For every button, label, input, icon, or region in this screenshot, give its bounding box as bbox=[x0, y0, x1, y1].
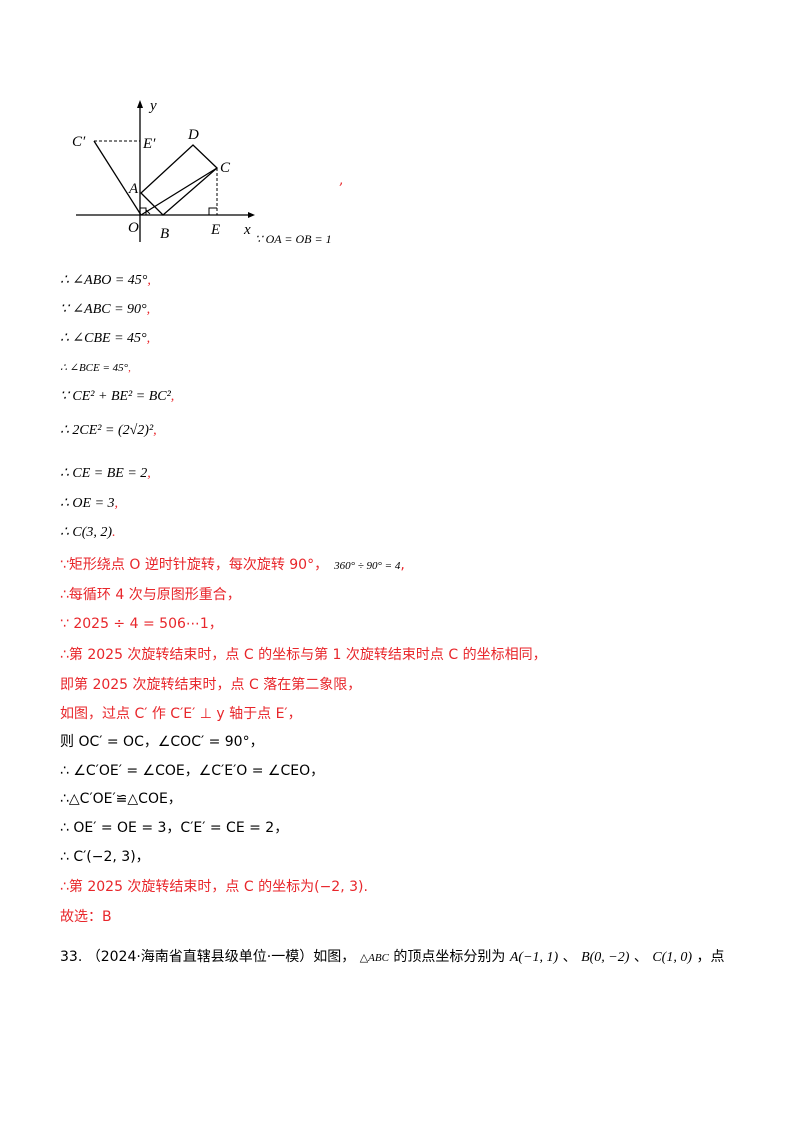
right-angle-b-mark bbox=[145, 209, 151, 215]
solution-line-6: ∴ 2CE² = (2√2)², bbox=[60, 423, 157, 438]
label-c: C bbox=[220, 160, 231, 176]
point-b-coord: B(0, −2) bbox=[581, 950, 630, 965]
solution-line-2: ∵ ∠ABC = 90°, bbox=[60, 302, 151, 317]
solution-line-8: ∴ OE = 3, bbox=[60, 496, 119, 511]
point-a-coord: A(−1, 1) bbox=[509, 950, 559, 965]
solution-line-1: ∴ ∠ABO = 45°, bbox=[60, 273, 151, 288]
solution-line-9: ∴ C(3, 2). bbox=[60, 525, 116, 540]
solution-line-7: ∴ CE = BE = 2, bbox=[60, 466, 151, 481]
solution-line-12: ∵ 2025 ÷ 4 = 506⋯1， bbox=[60, 616, 223, 632]
label-b: B bbox=[160, 226, 169, 242]
point-c-coord: C(1, 0) bbox=[652, 950, 692, 965]
label-e: E bbox=[210, 222, 220, 238]
label-c-prime: C′ bbox=[72, 134, 86, 150]
solution-line-19: ∴ OE′ = OE = 3，C′E′ = CE = 2， bbox=[60, 820, 289, 836]
solution-line-15: 如图，过点 C′ 作 C′E′ ⊥ y 轴于点 E′， bbox=[60, 706, 302, 722]
label-a: A bbox=[128, 181, 139, 197]
triangle-name: △ABC bbox=[359, 952, 389, 964]
solution-line-21: ∴第 2025 次旋转结束时，点 C 的坐标为(−2, 3). bbox=[60, 879, 368, 895]
rectangle-abcd bbox=[140, 144, 218, 216]
right-angle-o bbox=[140, 207, 147, 215]
geometry-figure: y x C′ E′ D C A O B E bbox=[66, 92, 266, 252]
solution-line-17: ∴ ∠C′OE′ = ∠COE，∠C′E′O = ∠CEO， bbox=[60, 763, 325, 779]
segment-oc bbox=[140, 167, 218, 216]
question-source: （2024·海南省直辖县级单位·一模）如图， bbox=[86, 949, 356, 965]
segment-oc-prime bbox=[93, 140, 142, 216]
solution-line-16: 则 OC′ = OC，∠COC′ = 90°， bbox=[60, 734, 264, 750]
coordinate-diagram: y x C′ E′ D C A O B E bbox=[72, 98, 255, 252]
solution-line-13: ∴第 2025 次旋转结束时，点 C 的坐标与第 1 次旋转结束时点 C 的坐标… bbox=[60, 647, 547, 663]
x-axis-arrow bbox=[248, 212, 255, 218]
solution-line-18: ∴△C′OE′≌△COE， bbox=[60, 791, 182, 807]
figure-note: ∵ OA = OB = 1 bbox=[255, 232, 332, 246]
right-angle-e bbox=[208, 207, 217, 215]
solution-line-20: ∴ C′(−2, 3)， bbox=[60, 849, 150, 865]
answer-line: 故选：B bbox=[60, 909, 112, 925]
label-o: O bbox=[128, 220, 139, 236]
stray-comma: , bbox=[339, 172, 344, 188]
solution-line-5: ∵ CE² + BE² = BC², bbox=[60, 389, 175, 404]
label-y: y bbox=[148, 98, 157, 114]
solution-line-3: ∴ ∠CBE = 45°, bbox=[60, 331, 151, 346]
solution-line-14: 即第 2025 次旋转结束时，点 C 落在第二象限， bbox=[60, 677, 362, 693]
y-axis-arrow bbox=[137, 100, 143, 108]
solution-line-4: ∴ ∠BCE = 45°, bbox=[60, 362, 131, 374]
solution-line-10: ∵矩形绕点 O 逆时针旋转，每次旋转 90°，360° ÷ 90° = 4, bbox=[60, 557, 405, 573]
label-e-prime: E′ bbox=[142, 136, 156, 152]
solution-line-11: ∴每循环 4 次与原图形重合， bbox=[60, 587, 241, 603]
question-33: 33. （2024·海南省直辖县级单位·一模）如图， △ABC 的顶点坐标分别为… bbox=[60, 949, 725, 965]
label-d: D bbox=[187, 127, 199, 143]
question-number: 33. bbox=[60, 949, 83, 965]
label-x: x bbox=[243, 222, 251, 238]
